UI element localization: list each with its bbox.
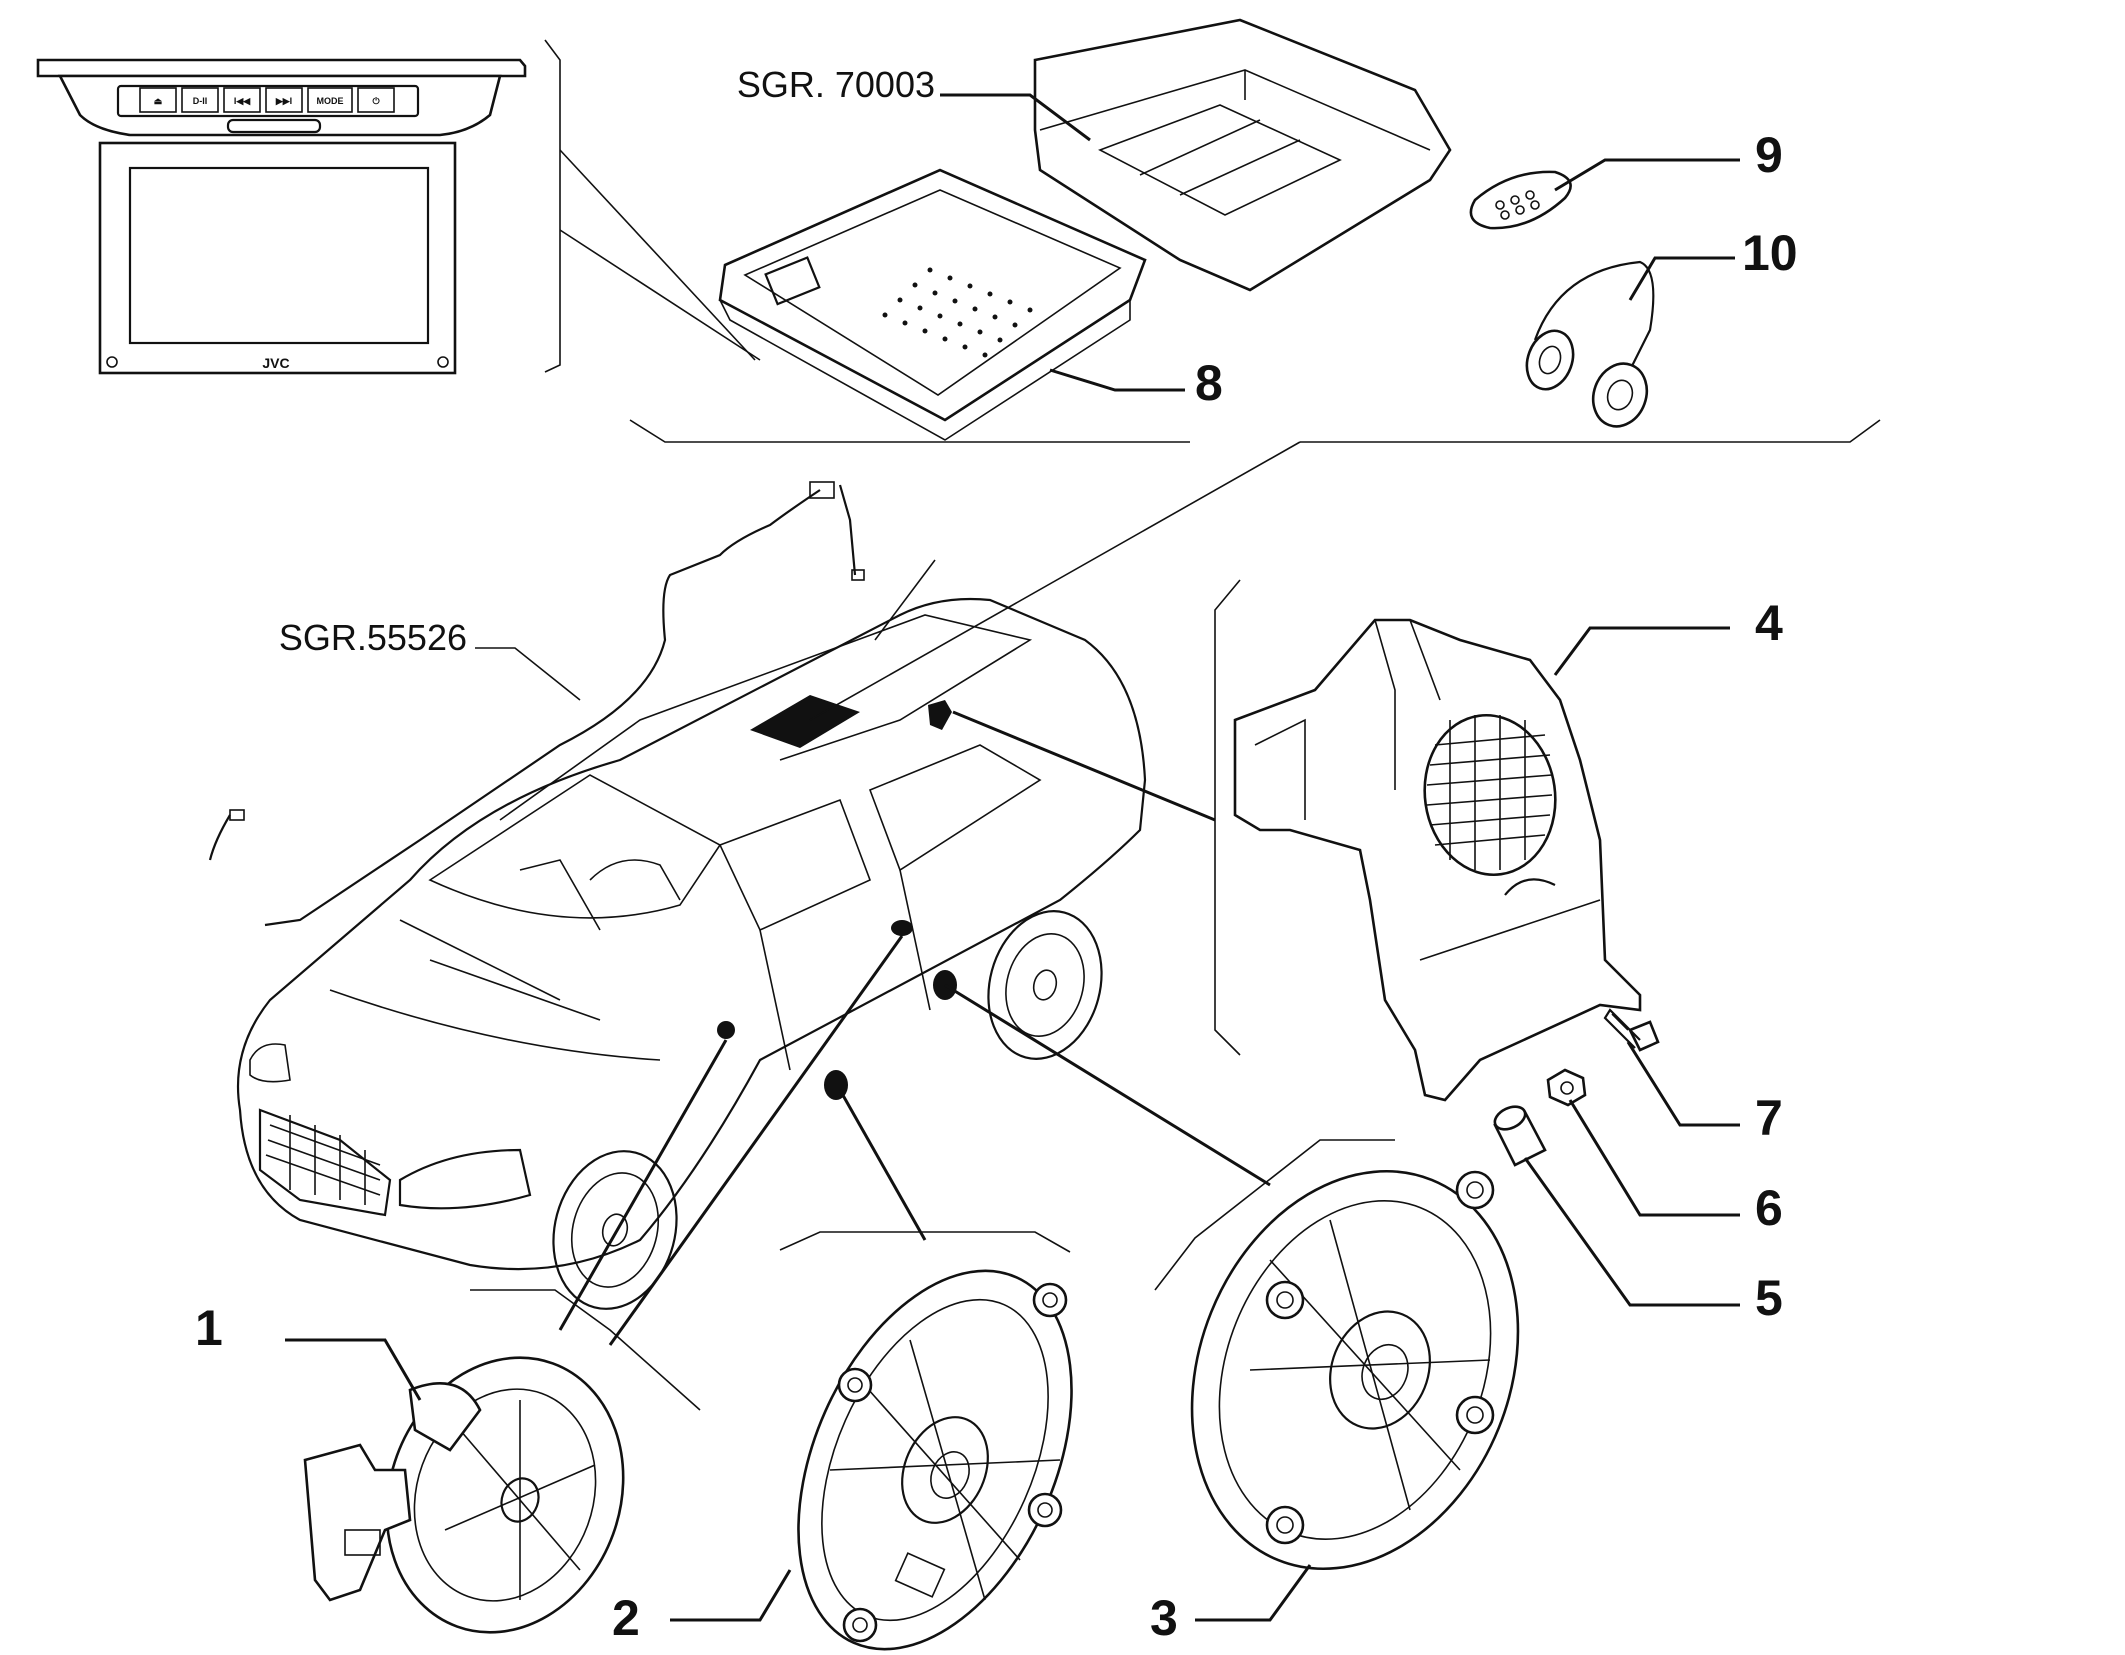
front-door-speaker-location-marker [891,920,913,936]
callout-5: 5 [1755,1270,1783,1326]
callout-2: 2 [612,1590,640,1646]
roof-mount-tray [1033,18,1452,292]
prev-button-label: I◀◀ [234,96,251,106]
callout-7: 7 [1755,1090,1783,1146]
callout-4: 4 [1755,595,1783,651]
hex-nut-6 [1546,1068,1587,1107]
subwoofer-grille-slats [1426,715,1553,870]
reference-sgr-70003: SGR. 70003 [737,64,935,105]
remote-control-9 [1469,170,1572,230]
rear-wheel [987,910,1103,1060]
monitor-button-row: ⏏ D-II I◀◀ ▶▶I MODE ⏻ [139,87,395,113]
mode-button-label: MODE [317,96,344,106]
callout-labels: SGR. 70003 SGR.55526 1 2 3 4 5 6 7 8 9 1… [195,64,1798,1646]
door-speaker-2 [797,1269,1073,1651]
mount-plate-hole-pattern [882,267,1033,358]
eject-button-label: ⏏ [154,96,163,106]
rear-door-speaker-3 [1190,1169,1520,1571]
callout-6: 6 [1755,1180,1783,1236]
callout-10: 10 [1742,225,1798,281]
car-grille-mesh [265,1115,381,1205]
reference-sgr-55526: SGR.55526 [279,617,467,658]
car-illustration [236,597,1147,1310]
next-button-label: ▶▶I [275,96,292,106]
spacer-bushing-5 [1493,1105,1547,1167]
subwoofer-enclosure-4 [1233,618,1642,1102]
d2-button-label: D-II [193,96,208,106]
wireless-headphones-10 [1525,260,1655,428]
rear-subwoofer-location-marker [928,700,952,730]
front-tweeter-location-marker [717,1021,735,1039]
leader-lines [285,93,1740,1622]
jvc-logo: JVC [262,355,289,371]
front-wheel [552,1150,678,1310]
callout-9: 9 [1755,127,1783,183]
tweeter-speaker-1 [303,1356,625,1634]
callout-1: 1 [195,1300,223,1356]
wiring-harness [208,481,936,927]
jvc-roof-monitor: ⏏ D-II I◀◀ ▶▶I MODE ⏻ JVC [36,58,527,375]
monitor-mount-plate-8 [718,168,1147,441]
callout-3: 3 [1150,1590,1178,1646]
callout-8: 8 [1195,355,1223,411]
power-button-label: ⏻ [372,96,380,106]
self-tapping-screw-7 [1603,1008,1660,1052]
